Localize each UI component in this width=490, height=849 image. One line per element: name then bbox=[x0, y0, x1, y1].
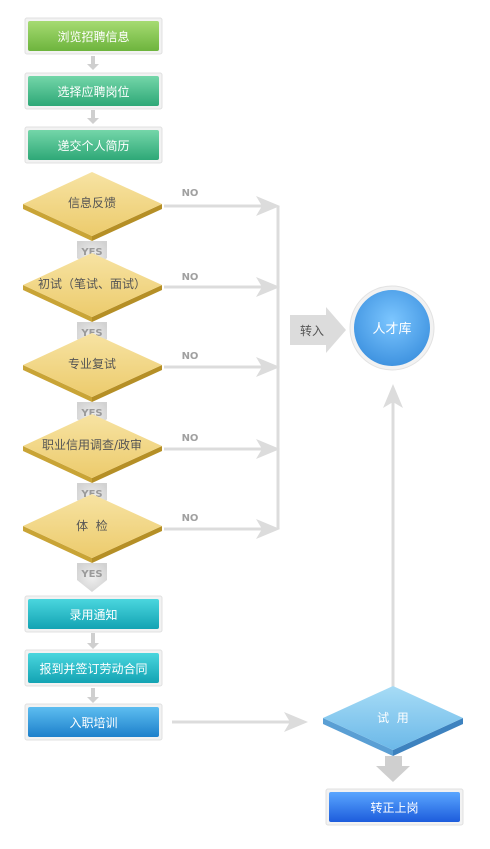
talent-pool: 人才库 bbox=[349, 285, 435, 371]
trial-to-final-arrow bbox=[376, 756, 410, 782]
step-label: 递交个人简历 bbox=[57, 138, 129, 153]
decision-feedback: 信息反馈 bbox=[23, 172, 162, 241]
yes-label: YES bbox=[80, 247, 102, 258]
step-sign: 报到并签订劳动合同 bbox=[24, 649, 163, 687]
yes-label: YES bbox=[80, 569, 102, 580]
transfer-arrow: 转入 bbox=[290, 307, 346, 353]
trial-diamond: 试 用 bbox=[323, 686, 463, 756]
step-label: 报到并签订劳动合同 bbox=[39, 661, 147, 676]
trial-label: 试 用 bbox=[377, 710, 409, 725]
yes-arrow-5: YES bbox=[77, 563, 107, 592]
step-train: 入职培训 bbox=[24, 703, 163, 741]
step-submit: 递交个人简历 bbox=[24, 126, 163, 164]
decision-credit-check: 职业信用调查/政审 bbox=[23, 414, 162, 483]
transfer-label: 转入 bbox=[300, 323, 324, 338]
step-label: 浏览招聘信息 bbox=[57, 29, 129, 44]
step-final: 转正上岗 bbox=[325, 788, 464, 826]
step-label: 入职培训 bbox=[69, 715, 117, 730]
decision-professional: 专业复试 bbox=[23, 333, 162, 402]
decision-label: 信息反馈 bbox=[68, 195, 116, 210]
decision-label: 初试（笔试、面试） bbox=[38, 276, 146, 291]
decision-label: 职业信用调查/政审 bbox=[42, 437, 142, 452]
no-label: NO bbox=[182, 272, 199, 283]
decision-label: 体 检 bbox=[76, 518, 108, 533]
train-to-trial-arrow bbox=[172, 712, 308, 732]
step-browse: 浏览招聘信息 bbox=[24, 17, 163, 55]
decision-medical-exam: 体 检 bbox=[23, 494, 162, 563]
no-arrows: NO NO NO NO NO bbox=[164, 188, 280, 539]
step-label: 录用通知 bbox=[69, 608, 117, 622]
step-select: 选择应聘岗位 bbox=[24, 72, 163, 110]
decision-label: 专业复试 bbox=[68, 356, 116, 371]
no-label: NO bbox=[182, 188, 199, 199]
yes-label: YES bbox=[80, 408, 102, 419]
trial-to-pool-arrow bbox=[383, 384, 403, 688]
decision-first-interview: 初试（笔试、面试） bbox=[23, 253, 162, 322]
step-notify: 录用通知 bbox=[24, 595, 163, 633]
talent-pool-label: 人才库 bbox=[372, 321, 411, 337]
connector-arrows bbox=[87, 56, 99, 703]
final-label: 转正上岗 bbox=[370, 800, 418, 815]
no-label: NO bbox=[182, 351, 199, 362]
step-label: 选择应聘岗位 bbox=[57, 84, 129, 99]
no-label: NO bbox=[182, 513, 199, 524]
no-label: NO bbox=[182, 433, 199, 444]
